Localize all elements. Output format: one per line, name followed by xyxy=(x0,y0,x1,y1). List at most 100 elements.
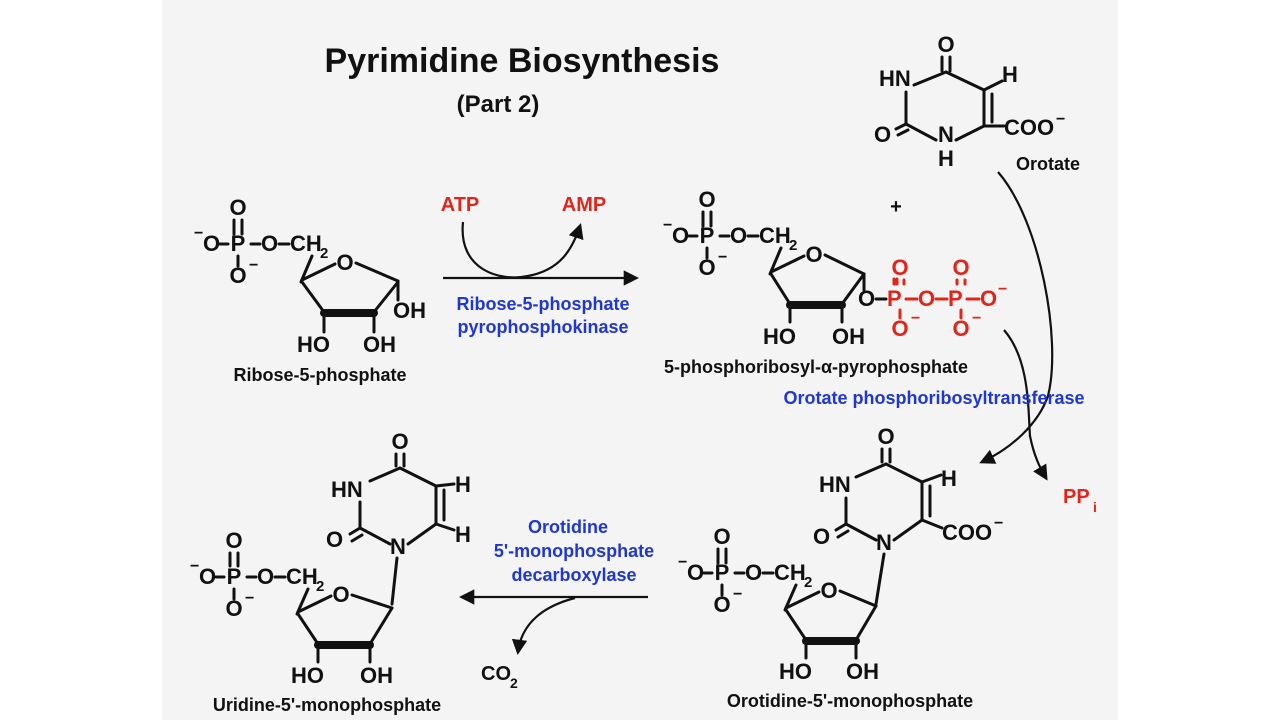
atom-label: CH xyxy=(774,560,806,585)
prpp-structure: O P O − − O O CH 2 O HO OH xyxy=(663,187,1007,349)
atom-label: O xyxy=(891,316,908,341)
charge-label: − xyxy=(994,515,1003,532)
subscript: 2 xyxy=(316,578,324,595)
charge-label: − xyxy=(249,257,258,274)
charge-label: − xyxy=(1056,111,1065,128)
label-ump: Uridine-5'-monophosphate xyxy=(213,695,441,715)
atom-label: H xyxy=(941,466,957,491)
atom-label: O xyxy=(877,424,894,449)
atom-label: O xyxy=(199,564,216,589)
atom-label: O xyxy=(745,560,762,585)
atom-label: O xyxy=(713,524,730,549)
enzyme-decarboxylase-line3: decarboxylase xyxy=(511,565,636,585)
atom-label: O xyxy=(687,560,704,585)
atom-label: O xyxy=(891,255,908,280)
reaction-1-arrow xyxy=(443,221,640,286)
atom-label: CH xyxy=(290,231,322,256)
atom-label: O xyxy=(332,582,349,607)
atom-label: P xyxy=(948,286,963,311)
enzyme-prpp-synthetase-line2: pyrophosphokinase xyxy=(457,317,628,337)
reaction-3-arrow xyxy=(458,589,648,656)
atom-label: H xyxy=(1002,62,1018,87)
atom-label: HO xyxy=(763,324,796,349)
atom-label: O xyxy=(336,250,353,275)
atom-label: P xyxy=(715,560,730,585)
atom-label: HN xyxy=(819,472,851,497)
amp-label: AMP xyxy=(562,194,606,216)
atom-label: OH xyxy=(363,332,396,357)
atom-label: OH xyxy=(832,324,865,349)
atom-label: O xyxy=(952,255,969,280)
ppi-subscript: i xyxy=(1093,499,1097,515)
charge-label: − xyxy=(663,217,672,234)
atom-label: N xyxy=(876,530,892,555)
atom-label: N xyxy=(938,122,954,147)
atom-label: O xyxy=(203,231,220,256)
label-omp: Orotidine-5'-monophosphate xyxy=(727,691,973,711)
enzyme-prpp-synthetase-line1: Ribose-5-phosphate xyxy=(456,294,629,314)
ump-structure: O HN H H O N O P O − xyxy=(190,429,471,688)
charge-label: − xyxy=(190,558,199,575)
atom-label: P xyxy=(700,223,715,248)
atom-label: H xyxy=(938,146,954,171)
enzyme-oprt: Orotate phosphoribosyltransferase xyxy=(783,388,1084,408)
atom-label: O xyxy=(225,596,242,621)
subscript: 2 xyxy=(804,574,812,591)
atom-label: O xyxy=(326,527,343,552)
orotate-structure: O HN H O N H COO − xyxy=(874,32,1065,171)
charge-label: − xyxy=(245,590,254,607)
atom-label: O xyxy=(391,429,408,454)
atom-label: HN xyxy=(879,66,911,91)
atom-label: OH xyxy=(393,298,426,323)
charge-label: − xyxy=(678,554,687,571)
page-subtitle: (Part 2) xyxy=(457,91,540,118)
atom-label: O xyxy=(813,524,830,549)
atom-label: OH xyxy=(360,663,393,688)
atom-label: P xyxy=(231,231,246,256)
atom-label: N xyxy=(390,534,406,559)
atom-label: O xyxy=(858,286,875,311)
atom-label: O xyxy=(820,578,837,603)
atom-label: HO xyxy=(291,663,324,688)
page-title: Pyrimidine Biosynthesis xyxy=(325,42,720,80)
atom-label: O xyxy=(698,255,715,280)
omp-structure: O HN H O N COO − O P xyxy=(678,424,1003,684)
label-ribose-5-phosphate: Ribose-5-phosphate xyxy=(233,365,406,385)
atom-label: COO xyxy=(942,520,992,545)
atom-label: H xyxy=(455,522,471,547)
charge-label: − xyxy=(194,225,203,242)
atom-label: CH xyxy=(759,223,791,248)
co2-text: CO xyxy=(481,663,511,685)
atom-label: CH xyxy=(286,564,318,589)
co2-subscript: 2 xyxy=(510,675,518,691)
atom-label: O xyxy=(225,528,242,553)
co2-label: CO 2 xyxy=(481,663,518,691)
atom-label: P xyxy=(887,286,902,311)
label-orotate: Orotate xyxy=(1016,154,1080,174)
atom-label: O xyxy=(952,316,969,341)
charge-label: − xyxy=(972,310,981,327)
plus-sign: + xyxy=(890,196,902,218)
atom-label: O xyxy=(261,231,278,256)
atom-label: HO xyxy=(297,332,330,357)
enzyme-decarboxylase-line1: Orotidine xyxy=(528,517,608,537)
atom-label: H xyxy=(455,472,471,497)
atom-label: O xyxy=(730,223,747,248)
atom-label: HO xyxy=(779,659,812,684)
ppi-label: PP i xyxy=(1063,486,1097,515)
subscript: 2 xyxy=(320,245,328,262)
ppi-text: PP xyxy=(1063,486,1090,508)
charge-label: − xyxy=(998,281,1007,298)
reaction-2-arrows xyxy=(979,171,1054,481)
charge-label: − xyxy=(733,586,742,603)
atom-label: O xyxy=(805,242,822,267)
atom-label: O xyxy=(257,564,274,589)
atom-label: O xyxy=(698,187,715,212)
atom-label: O xyxy=(874,122,891,147)
ribose-5-phosphate-structure: O P O − − O O CH 2 O OH HO xyxy=(194,195,426,357)
atom-label: O xyxy=(229,263,246,288)
atom-label: O xyxy=(918,286,935,311)
atom-label: O xyxy=(672,223,689,248)
atom-label: O xyxy=(713,592,730,617)
